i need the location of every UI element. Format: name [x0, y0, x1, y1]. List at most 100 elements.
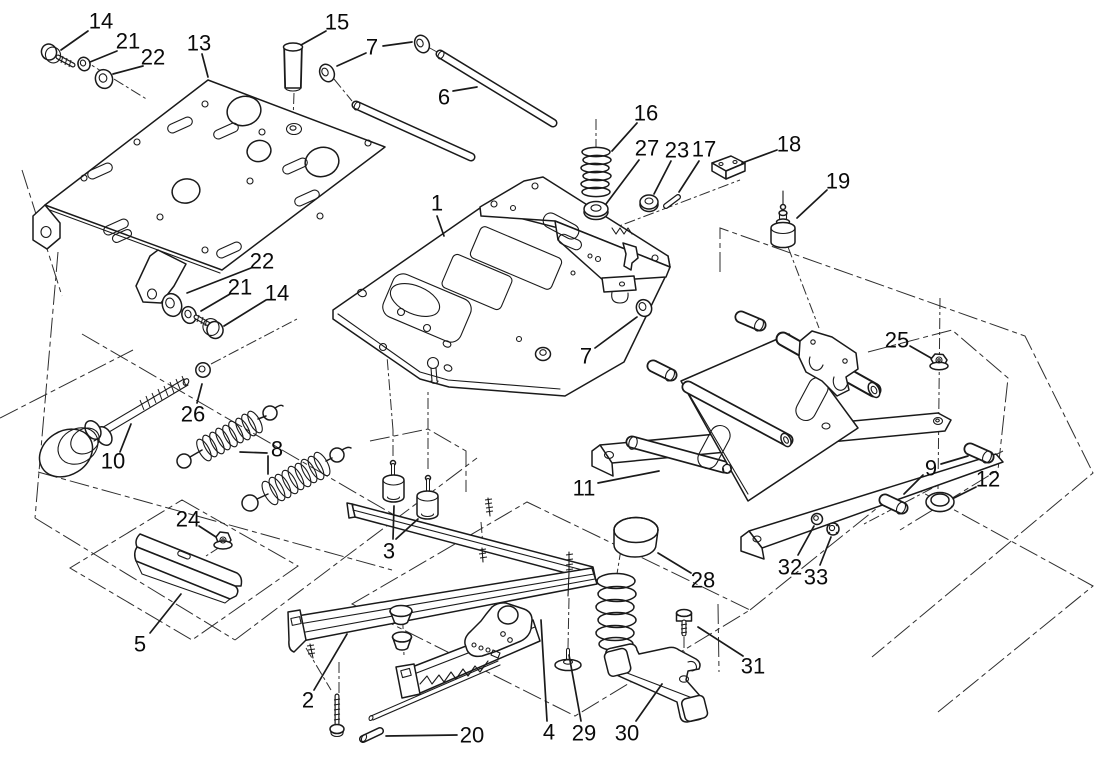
callout-13-label: 13	[187, 31, 211, 56]
part-16-compression-spring	[580, 146, 612, 198]
callout-32-label: 32	[778, 555, 802, 580]
part-4-lever-assembly	[368, 551, 582, 722]
part-10-adjustment-knob	[38, 375, 190, 478]
callout-27-leader	[605, 159, 640, 205]
part-7-washer-top-left	[318, 63, 336, 83]
callout-7-leader	[336, 52, 367, 67]
part-20-pin	[359, 727, 384, 743]
callout-12-leader	[953, 486, 977, 499]
part-7-washer-on-plate	[534, 346, 552, 362]
callout-21-label: 21	[228, 275, 252, 300]
spacer-bottom	[878, 493, 909, 515]
part-28-cap	[613, 516, 659, 558]
callout-4-label: 4	[543, 720, 555, 745]
callout-14-leader	[223, 299, 267, 327]
callout-2-leader	[313, 633, 348, 691]
callout-19-leader	[796, 189, 828, 219]
callout-1-leader	[436, 215, 445, 237]
rail-mount-screw	[329, 693, 345, 738]
callout-21-leader	[89, 50, 118, 63]
callout-22-label: 22	[250, 249, 274, 274]
callout-10-label: 10	[101, 449, 125, 474]
part-21-lock-washer-front	[77, 56, 91, 72]
callout-16-leader	[611, 122, 638, 152]
callout-2-label: 2	[302, 688, 314, 713]
part-27-spring-seat-washer	[583, 200, 609, 221]
rail-spring-stud	[306, 643, 316, 659]
callout-17-leader	[678, 160, 700, 193]
part-12-flanged-bushing	[925, 491, 955, 513]
callout-33-label: 33	[804, 565, 828, 590]
callout-20-label: 20	[460, 723, 484, 748]
part-9-spacers	[646, 310, 995, 515]
stud-on-rail	[484, 497, 494, 517]
spacer-right	[963, 442, 995, 464]
callout-28-leader	[657, 552, 692, 574]
callout-22-leader	[112, 65, 144, 75]
callout-14-label: 14	[265, 281, 289, 306]
callout-30-label: 30	[615, 721, 639, 746]
callout-25-label: 25	[885, 328, 909, 353]
callout-6-leader	[452, 86, 478, 92]
callout-11-label: 11	[573, 476, 596, 501]
callout-21-label: 21	[116, 29, 140, 54]
part-14-shoulder-bolt-rear	[193, 314, 224, 340]
part-6-rod-lower	[351, 100, 476, 162]
callout-29-label: 29	[572, 721, 596, 746]
callout-14-leader	[60, 30, 89, 51]
callout-22-leader	[186, 267, 252, 294]
callout-33-leader	[819, 536, 832, 566]
callout-15-leader	[300, 30, 327, 46]
callout-3-leader	[392, 505, 395, 540]
callout-24-label: 24	[176, 507, 200, 532]
part-7-washer-lower	[635, 298, 653, 318]
part-15-clevis-pin	[282, 42, 304, 92]
frame-rail-lower	[740, 453, 1004, 560]
callout-13-leader	[201, 53, 209, 78]
callout-31-leader	[697, 626, 744, 657]
part-21-lock-washer-rear	[181, 305, 197, 325]
callout-25-leader	[909, 345, 932, 359]
callout-1-label: 1	[431, 191, 443, 216]
part-11-suspension-frame	[591, 330, 1004, 560]
part-31-bolt	[675, 608, 693, 637]
frame-clamp-bracket	[798, 330, 859, 397]
callout-22-label: 22	[141, 45, 165, 70]
callout-16-label: 16	[634, 101, 658, 126]
spring-lower	[241, 446, 352, 512]
callout-26-label: 26	[181, 402, 205, 427]
callout-20-leader	[385, 734, 458, 737]
part-22-washer-front	[94, 68, 114, 90]
lever-plate	[464, 602, 533, 659]
callout-14-label: 14	[89, 9, 113, 34]
callout-7-label: 7	[366, 35, 378, 60]
part-8-extension-springs	[176, 404, 352, 512]
bumper-right	[416, 474, 439, 520]
lever-handle-rod	[368, 660, 501, 722]
part-19-bumper	[770, 190, 796, 249]
part-24-flange-nut	[213, 531, 233, 550]
part-13-mounting-plate	[32, 79, 386, 304]
part-2-slide-rail	[287, 567, 598, 738]
part-6-rod-upper	[435, 49, 558, 128]
callout-9-leader	[940, 455, 969, 465]
part-5-slide-bracket	[133, 533, 243, 604]
bumper-left	[382, 459, 405, 503]
phantom-reference-planes	[0, 169, 1094, 717]
callout-15-label: 15	[325, 10, 349, 35]
part-26-washer	[195, 362, 211, 378]
callout-31-label: 31	[741, 654, 765, 679]
part-18-seat-switch	[711, 155, 746, 180]
callout-9-label: 9	[925, 456, 937, 481]
callout-19-label: 19	[826, 169, 850, 194]
dome-washers	[389, 604, 413, 651]
callout-7-leader	[382, 41, 413, 47]
part-14-shoulder-bolt-front	[40, 43, 76, 68]
stud-and-foot	[554, 551, 582, 672]
callout-3-leader	[395, 518, 419, 540]
callout-18-label: 18	[777, 132, 801, 157]
callout-24-leader	[198, 525, 217, 538]
callout-9-leader	[903, 474, 924, 495]
